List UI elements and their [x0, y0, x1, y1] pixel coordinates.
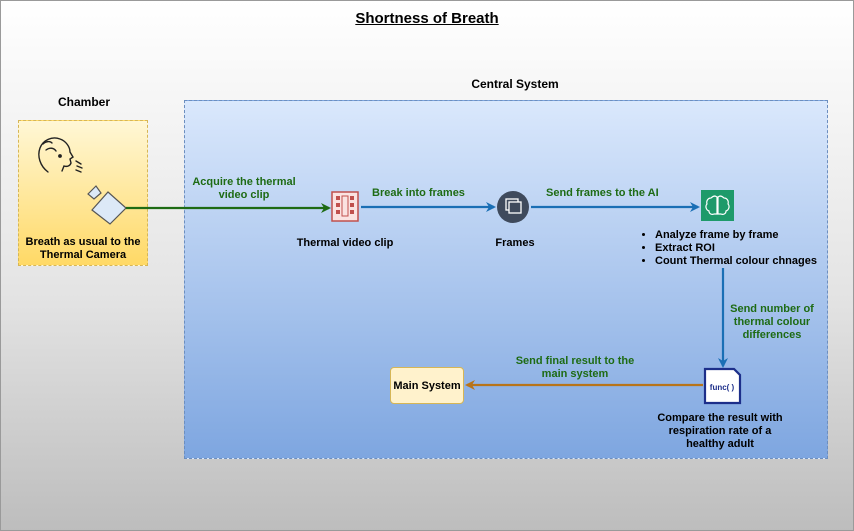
- person-breathing-icon: [38, 137, 83, 173]
- edge-label-acquire: Acquire the thermal video clip: [192, 176, 296, 201]
- chamber-label: Breath as usual to the Thermal Camera: [25, 236, 141, 261]
- central-system-title: Central System: [471, 77, 559, 91]
- ai-step: Analyze frame by frame: [655, 229, 817, 242]
- main-system-node[interactable]: Main System: [390, 367, 464, 404]
- compare-label: Compare the result with respiration rate…: [657, 412, 783, 450]
- camera-icon: [87, 185, 127, 225]
- func-icon-text: func( ): [710, 383, 735, 392]
- edge-label-send-ai: Send frames to the AI: [546, 187, 659, 199]
- edge-label-send-final: Send final result to the main system: [515, 355, 635, 380]
- chamber-title: Chamber: [57, 95, 110, 109]
- edge-label-send-number: Send number of thermal colour difference…: [730, 303, 814, 341]
- chamber-box[interactable]: [18, 120, 148, 266]
- ai-step: Count Thermal colour chnages: [655, 255, 817, 268]
- thermal-clip-label: Thermal video clip: [296, 237, 394, 249]
- edge-label-break: Break into frames: [372, 187, 465, 199]
- frames-icon: [497, 191, 529, 223]
- ai-step: Extract ROI: [655, 242, 817, 255]
- frames-label: Frames: [495, 237, 535, 249]
- ai-steps-list: Analyze frame by frame Extract ROI Count…: [641, 229, 817, 268]
- film-strip-icon: [331, 191, 359, 222]
- ai-brain-icon: [701, 190, 734, 221]
- diagram-title: Shortness of Breath: [355, 10, 499, 27]
- function-icon: func( ): [703, 367, 742, 405]
